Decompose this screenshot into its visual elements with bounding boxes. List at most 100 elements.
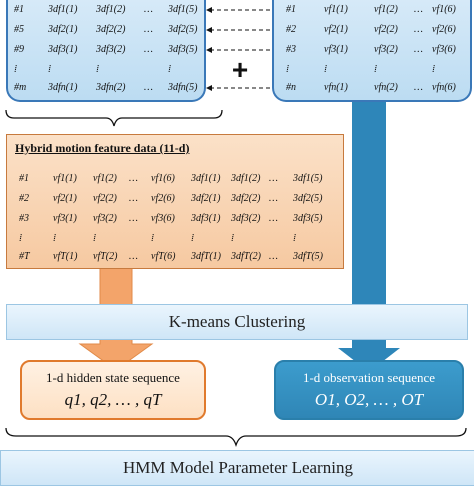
left-brace — [5, 109, 223, 127]
panel-3df-cell: 3df3(5) — [168, 44, 198, 55]
panel-3df-cell: … — [144, 24, 153, 35]
observation-box: 1-d observation sequence O1, O2, … , OT — [274, 360, 464, 420]
hidden-state-title: 1-d hidden state sequence — [46, 370, 180, 385]
hidden-state-box: 1-d hidden state sequence q1, q2, … , qT — [20, 360, 206, 420]
panel-3df-cell: … — [144, 44, 153, 55]
panel-vf-cell: #3 — [286, 44, 296, 55]
panel-3df-row: #m 3dfn(1) 3dfn(2) … 3dfn(5) — [8, 82, 204, 102]
panel-vf-cell: vfn(1) — [324, 82, 348, 93]
hybrid-cell: vfT(2) — [93, 251, 118, 262]
panel-3df-cell: ⁞ — [48, 64, 52, 75]
panel-vf-cell: vf1(6) — [432, 4, 456, 15]
panel-3df-cell: #5 — [14, 24, 24, 35]
panel-vf-cell: vf1(2) — [374, 4, 398, 15]
panel-3df-cell: #9 — [14, 44, 24, 55]
observation-sequence: O1, O2, … , OT — [314, 390, 424, 409]
hybrid-cell: vfT(6) — [151, 251, 176, 262]
panel-3df-cell: 3dfn(5) — [168, 82, 198, 93]
panel-3df-cell: ⁞ — [168, 64, 172, 75]
panel-vf-cell: vf3(6) — [432, 44, 456, 55]
hybrid-cell: #3 — [19, 213, 29, 224]
panel-3df-cell: … — [144, 4, 153, 15]
hybrid-cell: vf3(1) — [53, 213, 77, 224]
hybrid-cell: … — [129, 193, 138, 204]
panel-vf-cell: vf3(1) — [324, 44, 348, 55]
panel-vf-cell: vf2(1) — [324, 24, 348, 35]
panel-3df-cell: #1 — [14, 4, 24, 15]
panel-3df-cell: ⁞ — [14, 64, 18, 75]
plus-symbol: + — [231, 54, 249, 85]
hybrid-cell: vf3(6) — [151, 213, 175, 224]
hybrid-cell: ⁞ — [191, 233, 195, 244]
panel-vf-cell: vf2(2) — [374, 24, 398, 35]
hybrid-cell: … — [269, 251, 278, 262]
panel-vf-cell: vf2(6) — [432, 24, 456, 35]
hybrid-cell: ⁞ — [231, 233, 235, 244]
hybrid-cell: 3dfT(1) — [191, 251, 221, 262]
hybrid-cell: … — [269, 173, 278, 184]
panel-3df-cell: 3df2(5) — [168, 24, 198, 35]
panel-3df-cell: 3dfn(2) — [96, 82, 126, 93]
panel-vf-cell: … — [414, 24, 423, 35]
panel-vf-cell: ⁞ — [432, 64, 436, 75]
hybrid-cell: vfT(1) — [53, 251, 78, 262]
panel-vf-cell: … — [414, 82, 423, 93]
hybrid-cell: #2 — [19, 193, 29, 204]
hybrid-title: Hybrid motion feature data (11-d) — [15, 141, 190, 155]
hybrid-cell: ⁞ — [53, 233, 57, 244]
hybrid-cell: vf2(2) — [93, 193, 117, 204]
panel-vf-cell: #2 — [286, 24, 296, 35]
feature-panel-3df: #1 3df1(1) 3df1(2) … 3df1(5) #5 3df2(1) 3df2(2)… — [6, 0, 206, 102]
panel-3df-row: #5 3df2(1) 3df2(2) … 3df2(5) — [8, 24, 204, 44]
kmeans-band: K-means Clustering — [6, 304, 468, 340]
bottom-brace — [5, 427, 467, 448]
panel-3df-cell: 3df2(1) — [48, 24, 78, 35]
hybrid-cell: vf1(2) — [93, 173, 117, 184]
hybrid-cell: 3df2(1) — [191, 193, 221, 204]
panel-3df-cell: 3df3(1) — [48, 44, 78, 55]
hybrid-cell: 3df2(2) — [231, 193, 261, 204]
hybrid-cell: 3df1(2) — [231, 173, 261, 184]
hybrid-feature-box: Hybrid motion feature data (11-d) #1 vf1(… — [6, 134, 344, 269]
kmeans-label: K-means Clustering — [168, 312, 306, 331]
panel-vf-cell: vfn(6) — [432, 82, 456, 93]
panel-vf-row: ⁞⁞⁞⁞ — [274, 64, 470, 84]
hybrid-cell: 3df1(5) — [293, 173, 323, 184]
hmm-label: HMM Model Parameter Learning — [123, 458, 353, 477]
panel-vf-cell: vf3(2) — [374, 44, 398, 55]
hybrid-cell: 3df2(5) — [293, 193, 323, 204]
panel-3df-cell: ⁞ — [96, 64, 100, 75]
hybrid-cell: … — [129, 251, 138, 262]
hmm-band: HMM Model Parameter Learning — [0, 450, 474, 486]
panel-vf-row: #2 vf2(1) vf2(2) … vf2(6) — [274, 24, 470, 44]
panel-3df-cell: 3df1(5) — [168, 4, 198, 15]
hybrid-cell: 3df3(5) — [293, 213, 323, 224]
panel-vf-cell: … — [414, 44, 423, 55]
panel-3df-cell: #m — [14, 82, 27, 93]
hybrid-cell: … — [269, 213, 278, 224]
hybrid-cell: 3df3(2) — [231, 213, 261, 224]
hybrid-cell: 3dfT(2) — [231, 251, 261, 262]
hybrid-cell: vf2(1) — [53, 193, 77, 204]
panel-3df-cell: 3dfn(1) — [48, 82, 78, 93]
panel-vf-row: #3 vf3(1) vf3(2) … vf3(6) — [274, 44, 470, 64]
hybrid-cell: vf3(2) — [93, 213, 117, 224]
panel-3df-cell: … — [144, 82, 153, 93]
hybrid-cell: ⁞ — [293, 233, 297, 244]
panel-3df-cell: 3df1(1) — [48, 4, 78, 15]
panel-vf-cell: ⁞ — [374, 64, 378, 75]
hybrid-cell: … — [269, 193, 278, 204]
panel-3df-row: ⁞ ⁞ ⁞ ⁞ — [8, 64, 204, 84]
hybrid-cell: #1 — [19, 173, 29, 184]
panel-3df-row: #1 3df1(1) 3df1(2) … 3df1(5) — [8, 4, 204, 24]
panel-3df-cell: 3df1(2) — [96, 4, 126, 15]
hybrid-cell: 3df1(1) — [191, 173, 221, 184]
panel-3df-cell: 3df2(2) — [96, 24, 126, 35]
hybrid-cell: vf1(1) — [53, 173, 77, 184]
panel-vf-cell: vf1(1) — [324, 4, 348, 15]
panel-vf-cell: ⁞ — [286, 64, 290, 75]
hidden-state-sequence: q1, q2, … , qT — [64, 390, 162, 409]
